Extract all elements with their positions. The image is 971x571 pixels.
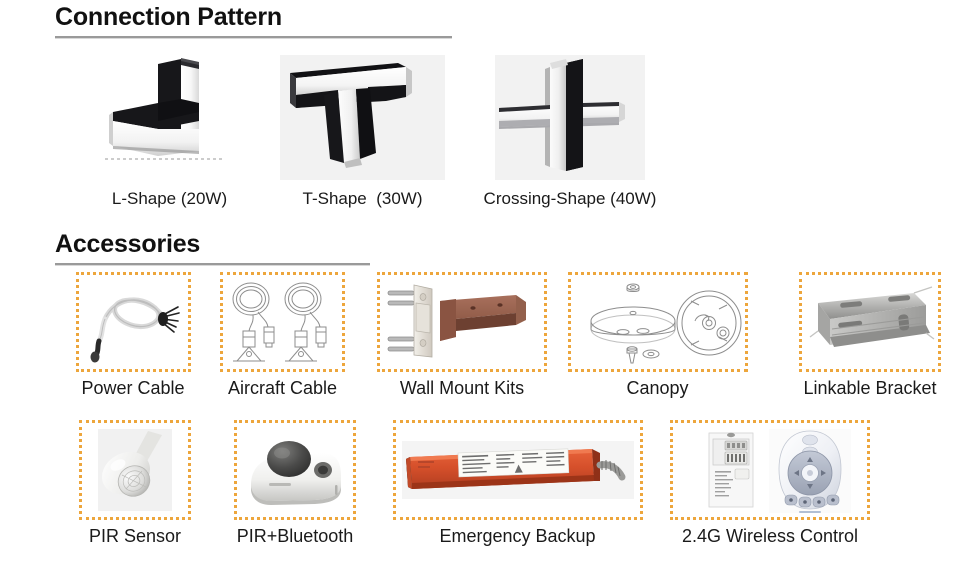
accessory-wireless-control: 2.4G Wireless Control [660,420,880,547]
accessory-image-frame [567,272,748,372]
accessory-image-frame [377,272,547,372]
connection-item-l-shape: L-Shape (20W) [62,55,277,210]
accessory-image-frame [234,420,356,520]
wall-mount-kit-photo [387,284,526,358]
canopy-drawing [590,283,741,364]
pir-sensor-photo [98,429,172,511]
accessory-wall-mount-kits: Wall Mount Kits [372,272,552,399]
accessory-label: Power Cable [81,378,185,398]
accessory-image-frame [670,420,870,520]
connection-pattern-row: L-Shape (20W) [0,55,971,215]
connection-item-t-shape: T-Shape (30W) [255,55,470,210]
accessory-label: Linkable Bracket [803,378,937,398]
crossing-shape-luminaire-image [495,55,645,180]
section-heading-accessories: Accessories [55,229,370,265]
accessory-power-cable: Power Cable [58,272,208,399]
section-title: Connection Pattern [55,3,282,31]
accessory-label: Aircraft Cable [227,378,338,398]
connection-item-crossing-shape: Crossing-Shape (40W) [455,55,685,210]
l-shape-label: L-Shape (20W) [111,189,228,208]
section-divider [55,263,370,265]
emergency-backup-ballast-photo [401,441,634,499]
l-shape-luminaire-image [94,55,245,180]
accessory-image-frame [79,420,191,520]
accessory-canopy: Canopy [565,272,750,399]
pir-bluetooth-sensor-photo [251,441,341,505]
accessory-label: Emergency Backup [439,526,596,546]
wireless-control-remote-photo [708,429,851,513]
t-shape-luminaire-image [280,55,445,180]
t-shape-label: T-Shape (30W) [302,189,423,208]
accessory-label: PIR+Bluetooth [236,526,354,546]
accessory-label: Canopy [626,378,689,398]
accessory-label: 2.4G Wireless Control [681,526,859,546]
section-title: Accessories [55,230,201,258]
section-divider [55,36,452,38]
accessory-label: Wall Mount Kits [399,378,525,398]
aircraft-cable-drawing [232,282,327,362]
accessory-pir-sensor: PIR Sensor [60,420,210,547]
accessory-image-frame [220,272,345,372]
section-heading-connection-pattern: Connection Pattern [55,2,452,38]
accessory-image-frame [799,272,941,372]
accessory-emergency-backup: Emergency Backup [390,420,645,547]
accessory-aircraft-cable: Aircraft Cable [205,272,360,399]
power-cable-photo [90,297,180,363]
linkable-bracket-photo [809,286,935,347]
accessory-image-frame [75,272,191,372]
accessory-image-frame [392,420,643,520]
accessory-linkable-bracket: Linkable Bracket [775,272,965,399]
accessory-label: PIR Sensor [88,526,182,546]
accessory-pir-bluetooth: PIR+Bluetooth [215,420,375,547]
crossing-shape-label: Crossing-Shape (40W) [483,189,657,208]
